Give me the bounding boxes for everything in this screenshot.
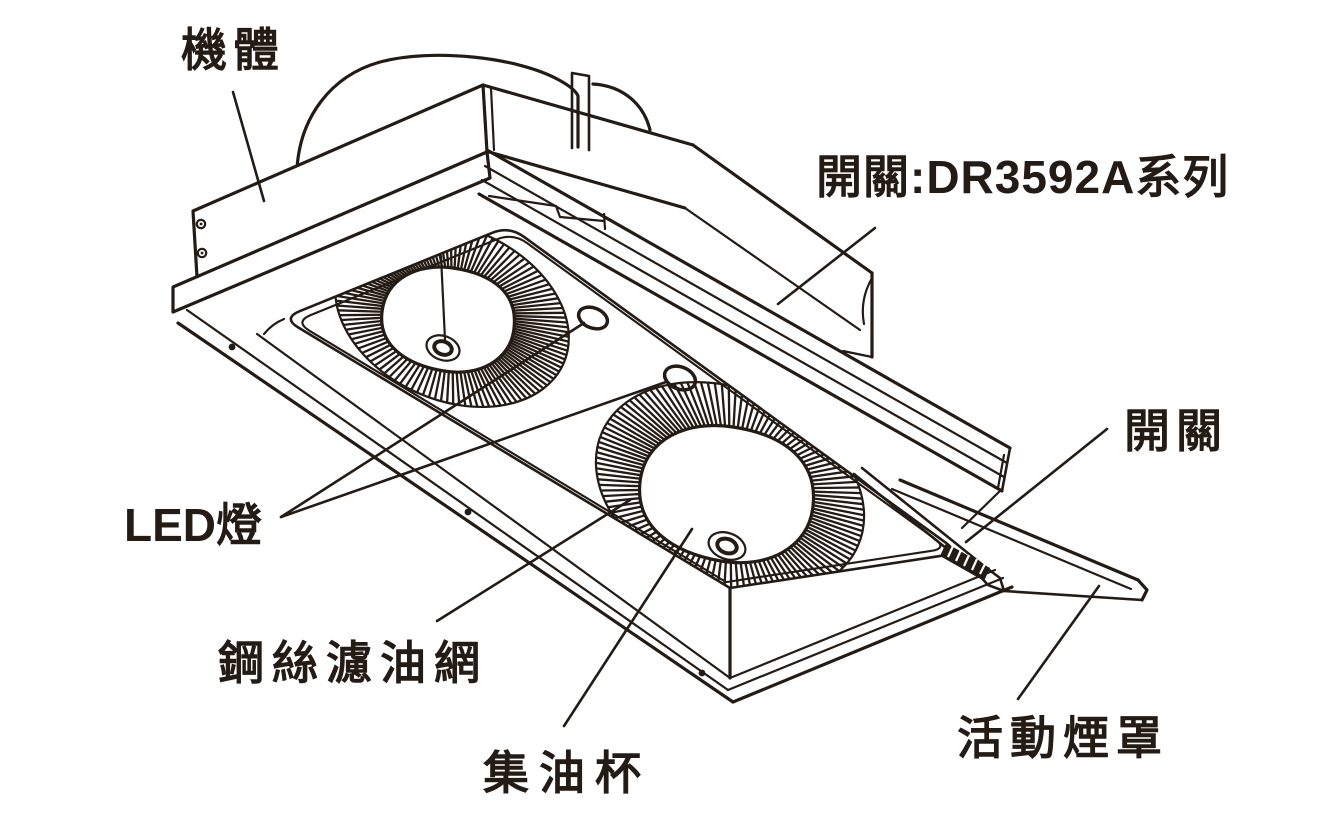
label-oil-cup: 集油杯: [482, 747, 651, 799]
rim-left-outer: [176, 321, 735, 704]
hood-underside: [176, 228, 1014, 704]
label-led-light: LED燈: [124, 499, 262, 551]
plate-screw-hole: [195, 218, 207, 230]
body-right-side: [481, 83, 874, 359]
dome-right-lobe: [591, 82, 652, 132]
slide-edge: [860, 466, 986, 568]
plate-screw-hole: [196, 247, 208, 259]
leader-led-line-b: [279, 380, 668, 519]
rim-left-mid: [185, 308, 730, 692]
label-body: 機體: [181, 24, 285, 76]
label-movable-hood: 活動煙罩: [957, 712, 1169, 764]
oil-cup-ring-front: [707, 531, 747, 561]
leader-movable-hood-line: [1016, 584, 1101, 701]
body-side-plate: [171, 83, 496, 314]
leader-lines: [231, 90, 1109, 728]
rim-right-inner: [728, 568, 997, 680]
leader-switch-line: [964, 427, 1109, 544]
leader-switch-series-line: [776, 226, 877, 306]
oil-cup-bowl-rear: [380, 265, 517, 374]
rail-bracket: [487, 194, 607, 231]
rim-screw: [464, 508, 472, 516]
oil-cup-bowl-front: [638, 423, 816, 565]
leader-oil-cup-line: [562, 527, 694, 728]
label-wire-oil-filter: 鋼絲濾油網: [218, 637, 488, 689]
labels: 機體 開關:DR3592A系列 開關 LED燈 鋼絲濾油網 集油杯 活動煙罩: [124, 24, 1229, 799]
label-switch: 開關: [1124, 405, 1228, 457]
switch-rail: [477, 148, 1012, 530]
recess-wall-left: [262, 317, 286, 336]
label-switch-series: 開關:DR3592A系列: [816, 151, 1229, 203]
rim-screw: [698, 669, 706, 677]
oil-cup-ring-rear: [425, 334, 461, 362]
switch-strip: [940, 543, 990, 581]
leader-body-line: [231, 90, 266, 203]
exhaust-dome: [295, 53, 652, 171]
leader-filter-line: [435, 498, 632, 623]
hood-tip: [1136, 578, 1149, 602]
body-front-band: [171, 150, 492, 314]
rail-end-cap: [1000, 446, 1012, 493]
rim-screw: [228, 343, 236, 351]
rim-left-inner: [255, 332, 732, 680]
leader-led-line-a: [279, 321, 586, 519]
rim-right-outer: [731, 585, 1014, 704]
movable-hood-edge: [852, 466, 1149, 602]
led-lamp-hole: [662, 364, 698, 392]
rim-right-mid: [726, 576, 1005, 692]
lamp-rod: [439, 254, 447, 342]
led-lamp-hole: [576, 305, 610, 331]
